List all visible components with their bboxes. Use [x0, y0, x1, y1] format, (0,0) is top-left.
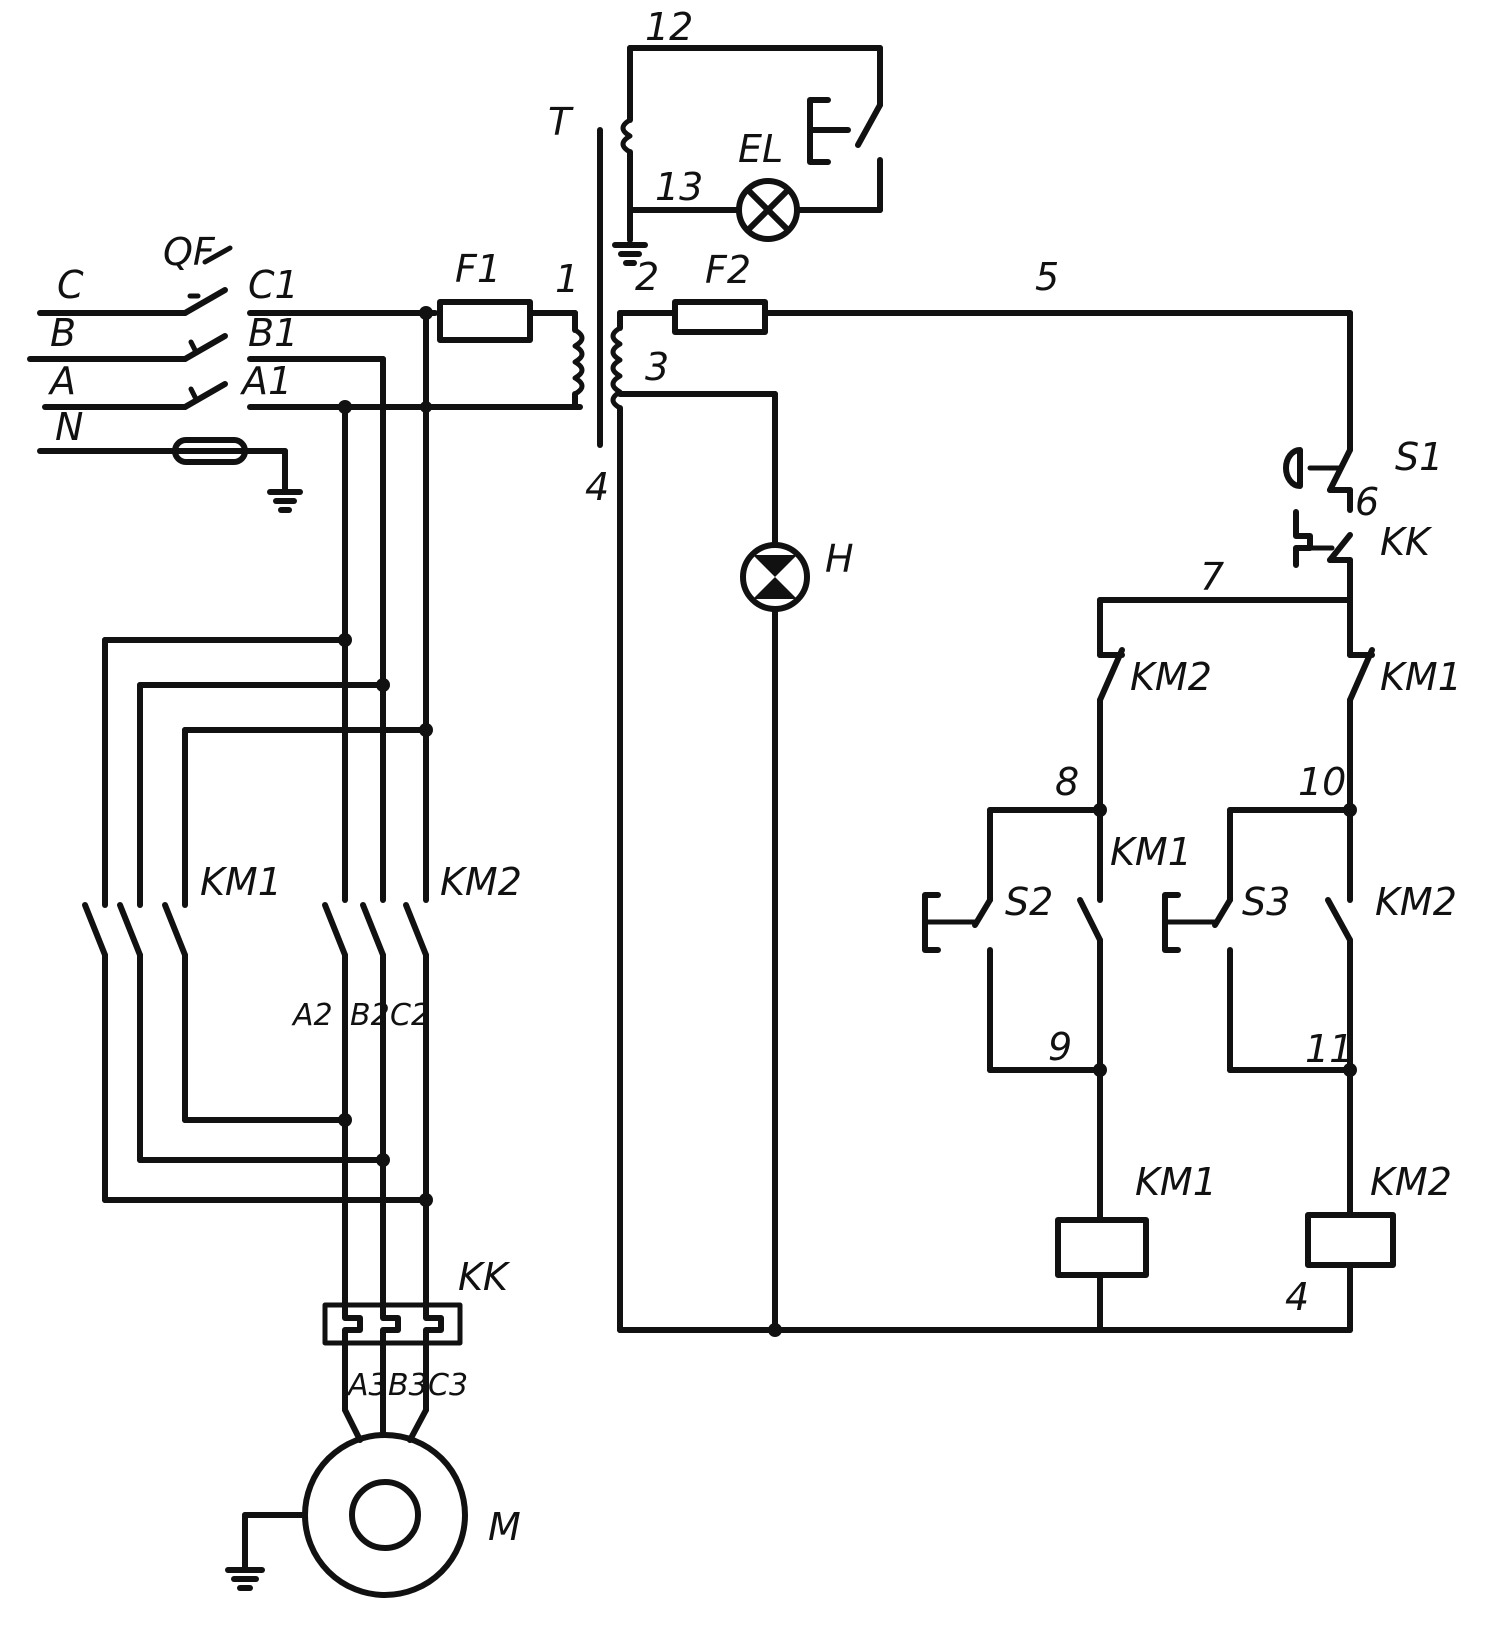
- fuse-f1: [423, 299, 578, 343]
- label-node-12: 12: [645, 5, 693, 49]
- fuse-f2: [617, 299, 1353, 453]
- label-node-10: 10: [1298, 760, 1346, 804]
- thermal-relay-contact-kk: [1293, 497, 1353, 603]
- thermal-relay-kk-heaters: [322, 1302, 463, 1443]
- label-neutral: N: [55, 405, 83, 449]
- label-node-7: 7: [1200, 555, 1224, 599]
- label-node-2: 2: [635, 255, 659, 299]
- label-node-5: 5: [1035, 255, 1059, 299]
- label-km1-power: KM1: [200, 860, 282, 904]
- label-el: EL: [738, 127, 783, 171]
- label-node-9: 9: [1048, 1025, 1072, 1069]
- label-a3: A3: [346, 1368, 388, 1403]
- label-km2-interlock: KM2: [1130, 655, 1212, 699]
- label-node-13: 13: [655, 165, 703, 209]
- label-km2-power: KM2: [440, 860, 522, 904]
- ground-icon-transformer: [612, 242, 648, 266]
- label-phase-c: C: [57, 263, 84, 307]
- supply-lines: [27, 310, 188, 454]
- toggle-switch-icon: [807, 97, 851, 165]
- coil-km2: [1305, 1212, 1396, 1268]
- phase-lines: [247, 310, 583, 903]
- interlock-km1-nc: [1347, 597, 1375, 813]
- label-node-3: 3: [645, 345, 669, 389]
- label-km2-coil: KM2: [1370, 1160, 1452, 1204]
- label-c1: C1: [248, 263, 299, 307]
- lamp-el-icon: [736, 178, 800, 242]
- contactor-km2-power-contacts: [322, 902, 429, 1308]
- motor-m: [242, 1432, 468, 1598]
- contactor-km1-power-contacts: [82, 902, 188, 1203]
- signal-lamp-h: [740, 391, 810, 1333]
- lighting-circuit: [627, 45, 883, 213]
- transformer-t: [572, 45, 778, 1333]
- label-b2: B2: [350, 998, 390, 1033]
- label-node-4: 4: [585, 465, 609, 509]
- interlock-km2-nc: [1097, 597, 1125, 813]
- label-phase-b: B: [50, 311, 76, 355]
- label-kk-control: KK: [1380, 520, 1433, 564]
- label-a2: A2: [291, 998, 333, 1033]
- label-f1: F1: [455, 247, 501, 291]
- neutral-fuse: [172, 437, 288, 495]
- label-node-6: 6: [1355, 480, 1379, 524]
- reverse-feed-lines: [102, 637, 429, 908]
- label-s2: S2: [1005, 880, 1053, 924]
- label-node-1: 1: [555, 257, 579, 301]
- label-s3: S3: [1242, 880, 1290, 924]
- label-h: H: [825, 537, 854, 581]
- label-c3: C3: [428, 1368, 468, 1403]
- label-s1: S1: [1395, 435, 1443, 479]
- label-motor: M: [488, 1505, 521, 1549]
- label-f2: F2: [705, 248, 751, 292]
- label-km1-holding: KM1: [1110, 830, 1192, 874]
- label-node-8: 8: [1055, 760, 1079, 804]
- circuit-breaker-qf: [182, 245, 233, 410]
- label-qf: QF: [163, 230, 216, 274]
- label-a1: A1: [239, 359, 292, 403]
- label-km2-holding: KM2: [1375, 880, 1457, 924]
- forward-branch: [922, 807, 1103, 1333]
- label-kk-power: KK: [458, 1255, 511, 1299]
- stop-button-s1: [1283, 447, 1353, 503]
- ground-icon: [267, 489, 303, 513]
- label-b1: B1: [248, 311, 298, 355]
- coil-km1: [1055, 1217, 1149, 1278]
- label-c2: C2: [390, 998, 430, 1033]
- label-node-11: 11: [1305, 1027, 1353, 1071]
- label-km1-coil: KM1: [1135, 1160, 1217, 1204]
- label-transformer: T: [548, 100, 574, 144]
- label-km1-interlock: KM1: [1380, 655, 1462, 699]
- reverse-branch: [1162, 807, 1353, 1333]
- label-b3: B3: [388, 1368, 428, 1403]
- ground-icon-motor: [225, 1567, 265, 1591]
- label-phase-a: A: [47, 359, 76, 403]
- reverse-return-lines: [102, 1117, 429, 1203]
- label-node-4-bottom: 4: [1285, 1275, 1309, 1319]
